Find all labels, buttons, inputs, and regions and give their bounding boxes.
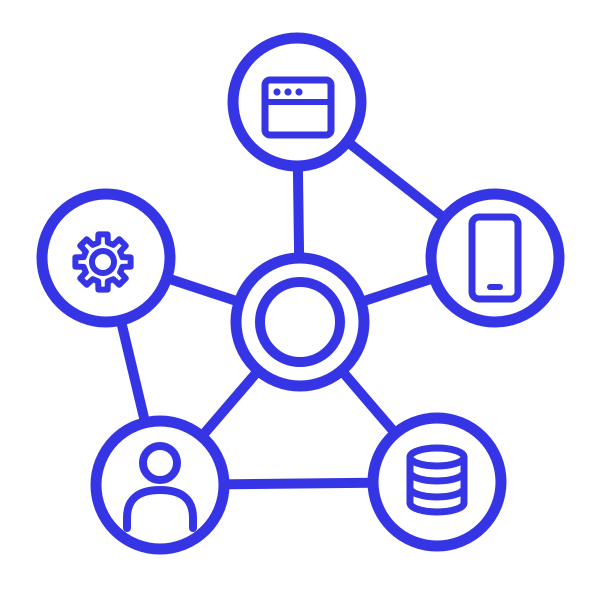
browser-window-icon bbox=[261, 76, 335, 139]
browser-node bbox=[227, 32, 367, 172]
user-icon bbox=[123, 442, 197, 532]
gear-icon bbox=[72, 231, 134, 293]
database-node bbox=[367, 412, 507, 552]
ring-icon bbox=[255, 277, 345, 367]
database-icon bbox=[406, 444, 468, 516]
settings-node bbox=[36, 188, 176, 328]
user-node bbox=[90, 415, 230, 555]
mobile-node bbox=[425, 188, 565, 328]
hub-node bbox=[230, 252, 370, 392]
smartphone-icon bbox=[468, 213, 522, 303]
